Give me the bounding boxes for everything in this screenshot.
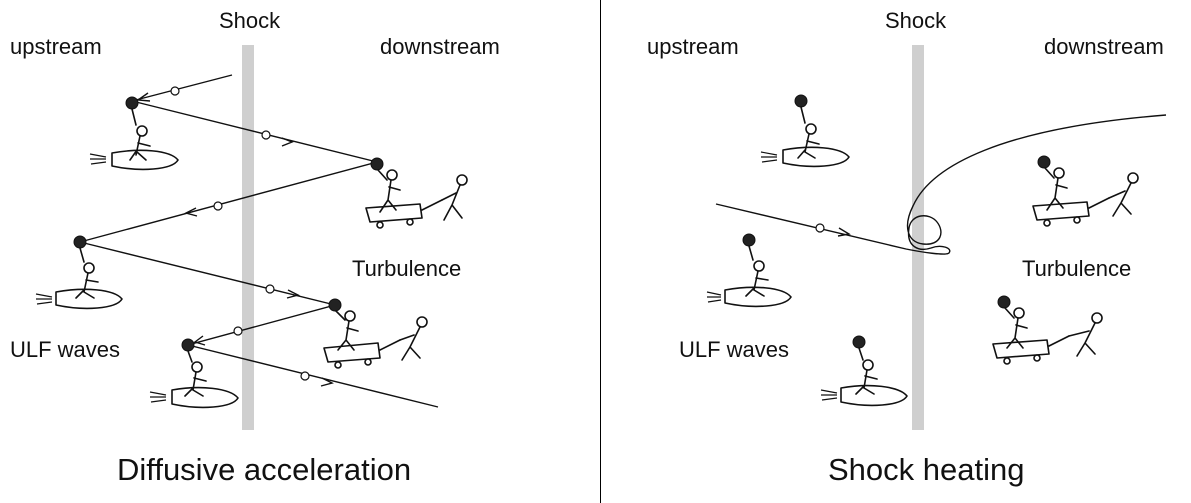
- diffusive-acceleration-panel: Shock upstream downstream Turbulence ULF…: [10, 8, 500, 487]
- upstream-label: upstream: [10, 34, 102, 59]
- turbulence-cart: [1032, 155, 1139, 227]
- ulf-wave-rider: [35, 235, 123, 310]
- turbulence-label: Turbulence: [1022, 256, 1132, 281]
- shock-front: [912, 45, 924, 430]
- panel-caption: Shock heating: [828, 452, 1025, 487]
- diffusive-acceleration-illustration: [35, 74, 468, 409]
- shock-label: Shock: [885, 8, 947, 33]
- shock-heating-illustration: [706, 94, 1167, 407]
- ulf-wave-rider: [706, 233, 792, 308]
- ulf-wave-rider: [820, 335, 908, 407]
- particle-marker: [265, 284, 275, 294]
- particle-trajectory: [79, 74, 439, 408]
- particle-marker: [261, 130, 271, 140]
- ulf-waves-label: ULF waves: [679, 337, 790, 362]
- ulf-wave-rider: [760, 94, 850, 168]
- turbulence-cart: [323, 298, 428, 369]
- ulf-wave-rider: [149, 338, 239, 409]
- panel-caption: Diffusive acceleration: [117, 452, 412, 487]
- panel-divider: [600, 0, 601, 503]
- downstream-label: downstream: [1044, 34, 1164, 59]
- particle-marker: [170, 86, 180, 96]
- ulf-wave-rider: [89, 96, 179, 171]
- turbulence-label: Turbulence: [352, 256, 462, 281]
- particle-marker: [300, 371, 310, 381]
- shock-label: Shock: [219, 8, 281, 33]
- shock-heating-panel: Shock upstream downstream Turbulence ULF…: [601, 0, 1191, 503]
- downstream-label: downstream: [380, 34, 500, 59]
- particle-trajectory: [715, 114, 1167, 255]
- shock-front: [242, 45, 254, 430]
- particle-marker: [213, 201, 223, 211]
- ulf-waves-label: ULF waves: [10, 337, 121, 362]
- particle-marker: [815, 223, 825, 233]
- turbulence-cart: [992, 295, 1103, 365]
- upstream-label: upstream: [647, 34, 739, 59]
- particle-marker: [233, 326, 243, 336]
- turbulence-cart: [365, 157, 468, 229]
